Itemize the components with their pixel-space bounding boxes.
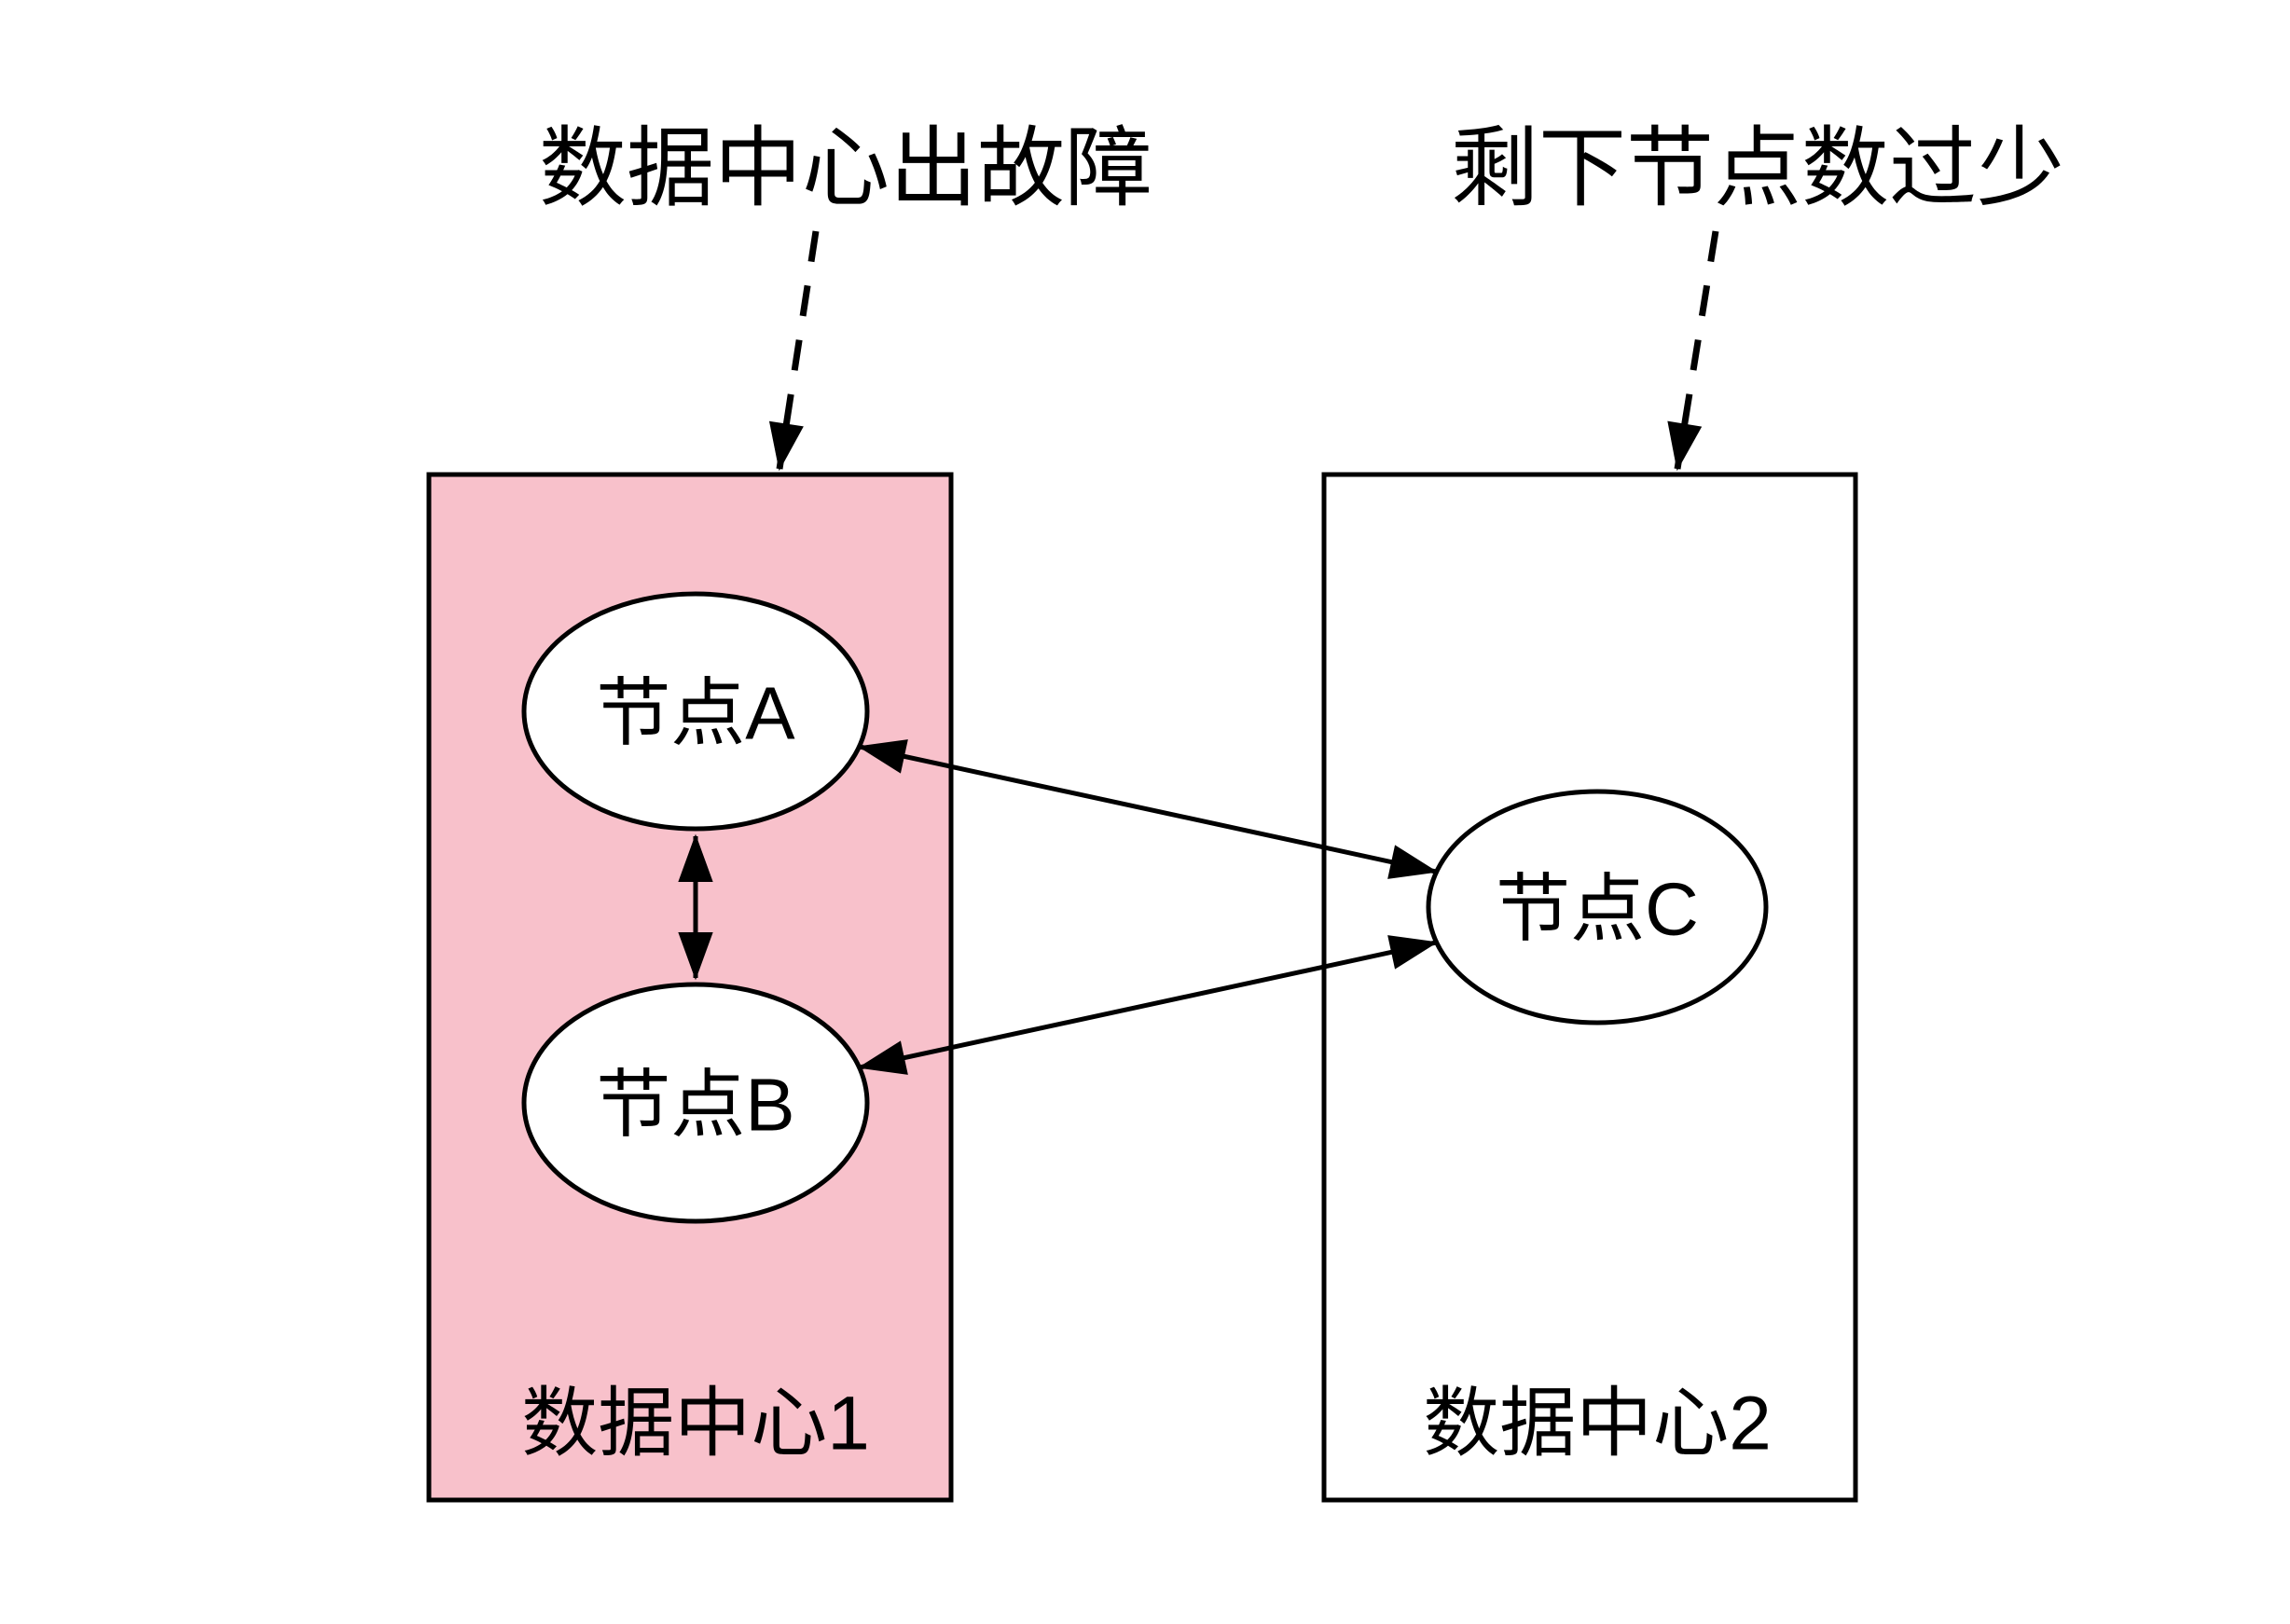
node-c-ellipse [1426,789,1769,1025]
node-b-label: 节点B [596,1064,794,1147]
node-a-label: 节点A [596,672,795,755]
node-a-ellipse [521,591,870,832]
node-c-label: 节点C [1496,868,1699,951]
callout-datacenter-failure-label: 数据中心出故障 [539,119,1152,217]
callout-few-nodes-label: 剩下节点数过少 [1451,119,2064,217]
dashed-arrow-left-callout [768,230,820,472]
node-b-ellipse [521,982,870,1224]
link-node-b-node-c [857,935,1439,1075]
datacenter1-label: 数据中心1 [521,1382,870,1466]
datacenter2-label: 数据中心2 [1423,1382,1772,1466]
link-node-a-node-c [857,739,1439,879]
dashed-arrow-right-callout [1667,230,1719,472]
